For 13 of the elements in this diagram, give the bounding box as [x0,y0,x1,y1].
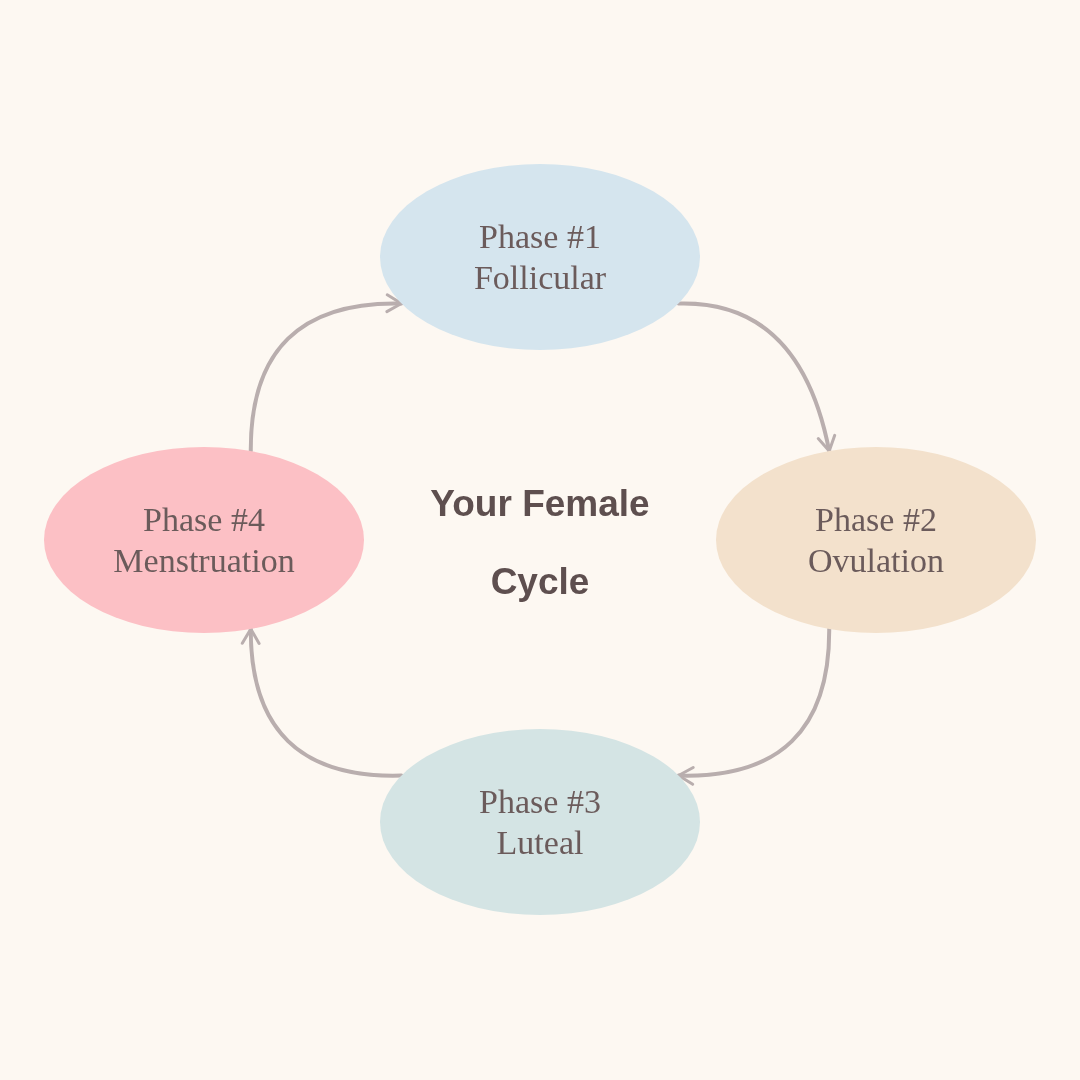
phase-name: Follicular [473,258,607,298]
diagram-title: Your Female Cycle [429,482,651,604]
phase-number: Phase #1 [479,217,601,257]
phase-name: Ovulation [808,541,944,581]
curved-arrow [676,301,836,454]
curved-arrow [241,626,404,778]
phase-number: Phase #2 [815,500,937,540]
phase-name: Menstruation [113,541,295,581]
curved-arrow [676,626,832,786]
curved-arrow [248,293,404,454]
phase-name: Luteal [496,823,584,863]
phase-number: Phase #4 [143,500,265,540]
phase-number: Phase #3 [479,782,601,822]
